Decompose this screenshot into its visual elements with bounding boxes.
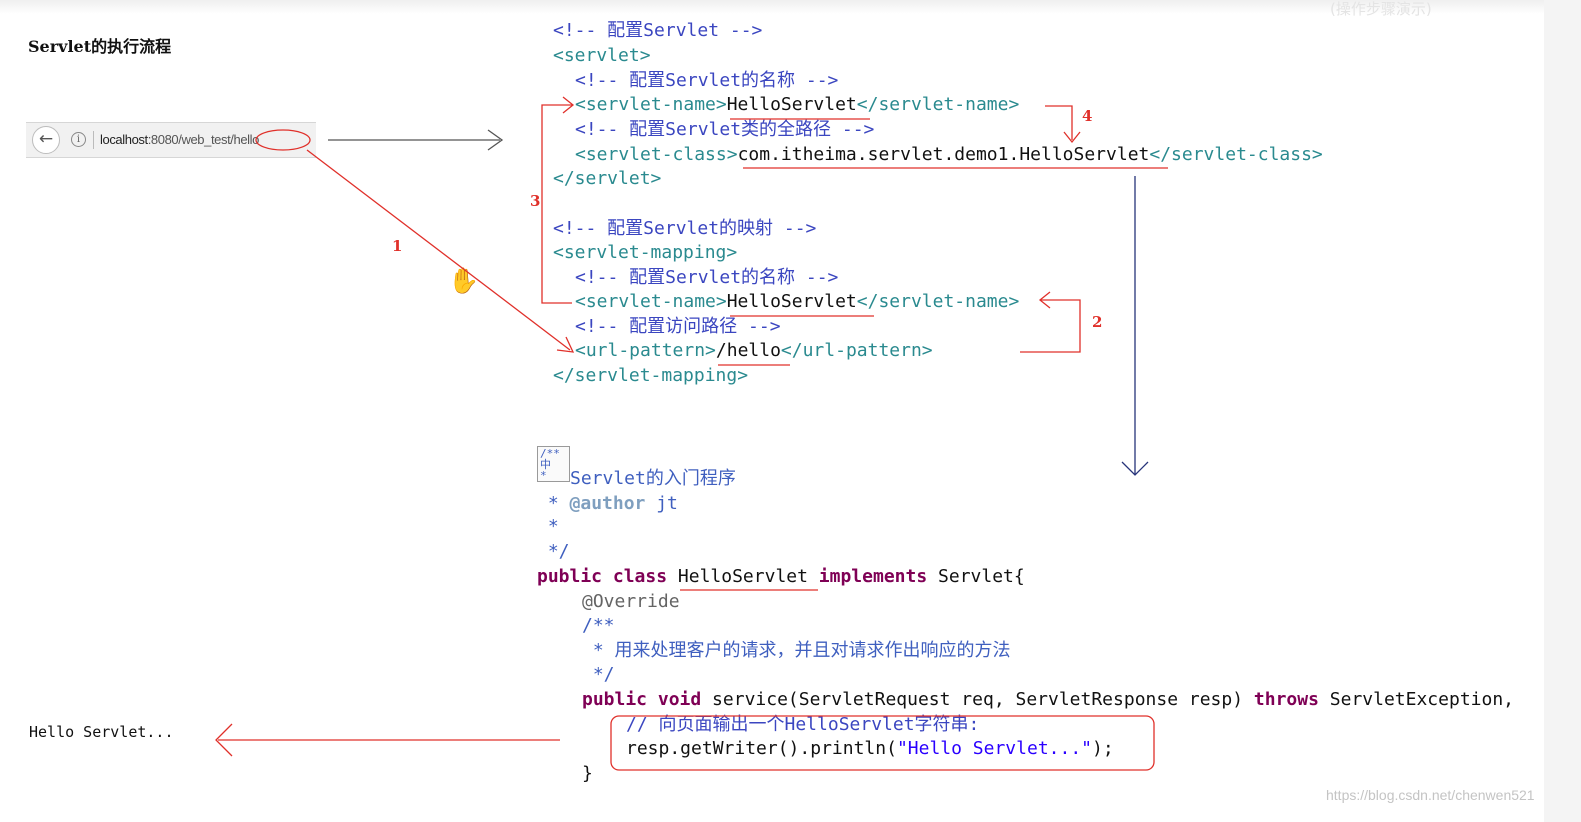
mapping-name-value: HelloServlet xyxy=(726,291,857,312)
xml-line-4: <servlet-name>HelloServlet</servlet-name… xyxy=(575,94,1019,116)
java-doc-line-3: * xyxy=(537,516,559,537)
url-pattern-value: /hello xyxy=(715,340,781,361)
xml-line-2: <servlet> xyxy=(553,45,651,66)
xml-tag: </url-pattern> xyxy=(780,340,933,361)
signature-params: service(ServletRequest req, ServletRespo… xyxy=(701,689,1254,710)
xml-tag: </servlet-name> xyxy=(856,94,1020,115)
xml-line-14: </servlet-mapping> xyxy=(553,365,749,386)
doc-author-tag: @author xyxy=(569,493,646,514)
servlet-class-value: com.itheima.servlet.demo1.HelloServlet xyxy=(737,144,1150,165)
xml-line-6: <servlet-class>com.itheima.servlet.demo1… xyxy=(575,144,1323,166)
xml-line-13: <url-pattern>/hello</url-pattern> xyxy=(575,340,933,362)
xml-line-8: <!-- 配置Servlet的映射 --> xyxy=(553,218,817,239)
xml-line-7: </servlet> xyxy=(553,168,662,189)
java-doc-line-1: Servlet的入门程序 xyxy=(570,468,736,489)
info-icon[interactable]: i xyxy=(71,132,86,147)
value-underlines xyxy=(680,118,1168,591)
method-doc-line-3: */ xyxy=(582,664,615,685)
java-doc-line-2: * @author jt xyxy=(537,493,678,515)
step-3-bracket xyxy=(541,96,575,304)
keyword-class: class xyxy=(612,566,668,587)
body-statement: resp.getWriter().println("Hello Servlet.… xyxy=(626,738,1114,760)
class-declaration: public class HelloServlet implements Ser… xyxy=(537,566,1025,588)
xml-line-1: <!-- 配置Servlet --> xyxy=(553,20,763,41)
xml-tag: <url-pattern> xyxy=(575,340,716,361)
override-annotation: @Override xyxy=(582,591,680,612)
keyword-public: public xyxy=(537,566,603,587)
output-statement-box xyxy=(610,715,1155,771)
keyword-throws: throws xyxy=(1253,689,1319,710)
xml-line-12: <!-- 配置访问路径 --> xyxy=(575,316,781,337)
step-number-1: 1 xyxy=(392,237,403,255)
step-number-2: 2 xyxy=(1092,313,1103,331)
class-name: HelloServlet xyxy=(677,566,808,587)
url-host: localhost xyxy=(100,132,148,147)
string-literal: "Hello Servlet..." xyxy=(896,738,1093,759)
arrow-left-icon[interactable]: ← xyxy=(32,126,60,154)
println-call: resp.getWriter().println( xyxy=(626,738,897,759)
xml-line-9: <servlet-mapping> xyxy=(553,242,738,263)
method-signature: public void service(ServletRequest req, … xyxy=(582,689,1514,711)
method-doc-line-2: * 用来处理客户的请求，并且对请求作出响应的方法 xyxy=(582,640,1011,661)
response-arrow xyxy=(215,723,560,757)
java-doc-line-4: */ xyxy=(537,541,570,562)
step-4-bracket xyxy=(1045,105,1081,144)
watermark: https://blog.csdn.net/chenwen521 xyxy=(1326,787,1535,803)
output-text: Hello Servlet... xyxy=(29,723,174,741)
interface-name: Servlet{ xyxy=(938,566,1025,587)
browser-address-bar: ← i localhost:8080/web_test/hello xyxy=(26,122,316,158)
doc-author-name: jt xyxy=(645,493,678,514)
page-title: Servlet的执行流程 xyxy=(28,37,172,56)
url-field[interactable]: localhost:8080/web_test/hello xyxy=(100,132,259,147)
xml-line-10: <!-- 配置Servlet的名称 --> xyxy=(575,267,839,288)
keyword-implements: implements xyxy=(818,566,928,587)
address-separator xyxy=(93,131,94,149)
keyword-public-void: public void xyxy=(582,689,702,710)
window-right-edge xyxy=(1544,0,1581,822)
body-comment: // 向页面输出一个HelloServlet字符串: xyxy=(626,714,980,735)
xml-tag: <servlet-class> xyxy=(575,144,738,165)
xml-tag: <servlet-name> xyxy=(575,291,727,312)
step-1-arrow xyxy=(306,149,575,353)
xml-tag: </servlet-name> xyxy=(856,291,1020,312)
method-close-brace: } xyxy=(582,763,593,784)
javadoc-icon: /** 中 * xyxy=(537,446,570,482)
statement-end: ); xyxy=(1092,738,1114,759)
xml-line-3: <!-- 配置Servlet的名称 --> xyxy=(575,70,839,91)
method-doc-line-1: /** xyxy=(582,615,615,636)
hand-cursor-icon: ✋ xyxy=(448,266,480,295)
step-number-3: 3 xyxy=(530,192,541,210)
servlet-name-value: HelloServlet xyxy=(726,94,857,115)
xml-tag: </servlet-class> xyxy=(1149,144,1323,165)
doc-star: * xyxy=(537,493,570,514)
xml-line-11: <servlet-name>HelloServlet</servlet-name… xyxy=(575,291,1019,313)
step-number-4: 4 xyxy=(1082,107,1093,125)
signature-exception: ServletException, xyxy=(1318,689,1515,710)
request-arrow xyxy=(328,129,504,151)
faint-top-caption: (操作步骤演示) xyxy=(1330,0,1432,18)
xml-tag: <servlet-name> xyxy=(575,94,727,115)
hello-highlight xyxy=(255,129,311,151)
xml-line-5: <!-- 配置Servlet类的全路径 --> xyxy=(575,119,875,140)
class-to-code-arrow xyxy=(1121,176,1149,476)
window-top-edge xyxy=(0,0,1581,14)
step-2-bracket xyxy=(1020,291,1081,353)
url-path: :8080/web_test/hello xyxy=(147,132,260,147)
